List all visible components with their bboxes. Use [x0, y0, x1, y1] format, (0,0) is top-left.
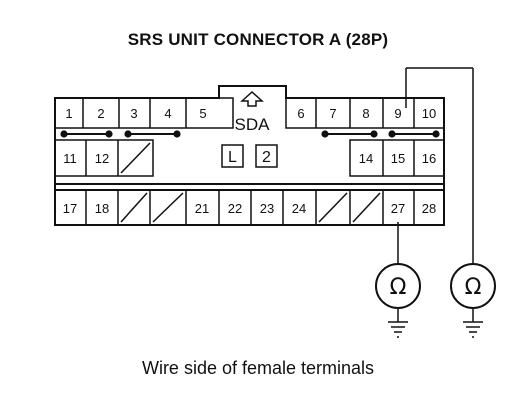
row-2-cells	[54, 128, 445, 184]
pin-labels-row-2: 11 12 14 15 16	[63, 151, 436, 166]
pin-label: 3	[130, 106, 137, 121]
pin-label: 10	[422, 106, 436, 121]
pin-label: 14	[359, 151, 373, 166]
ground-icon	[463, 321, 483, 338]
empty-cavity-marks	[120, 142, 381, 223]
pin-label: 8	[362, 106, 369, 121]
pin-label: 17	[63, 201, 77, 216]
pin-label: 1	[65, 106, 72, 121]
ohmmeter-1: Ω	[375, 263, 421, 338]
ohmmeter-2: Ω	[450, 263, 496, 338]
pin-label: 24	[292, 201, 306, 216]
mark-2: 2	[262, 149, 271, 166]
pin-label: 18	[95, 201, 109, 216]
pin-label: 9	[394, 106, 401, 121]
pin-labels-row-3: 17 18 21 22 23 24 27 28	[63, 201, 436, 216]
pin-label: 6	[297, 106, 304, 121]
ohm-symbol: Ω	[390, 275, 407, 300]
mark-box-l	[221, 144, 244, 168]
ohm-symbol: Ω	[465, 275, 482, 300]
ground-icon	[388, 321, 408, 338]
pin-label: 7	[329, 106, 336, 121]
pin-label: 12	[95, 151, 109, 166]
pin-label: 23	[260, 201, 274, 216]
lock-label: SDA	[235, 115, 271, 134]
pin-label: 27	[391, 201, 405, 216]
connector-housing	[54, 85, 445, 226]
pin-label: 22	[228, 201, 242, 216]
pin-label: 28	[422, 201, 436, 216]
lock-arrow-icon	[240, 90, 264, 107]
pin-label: 11	[63, 151, 77, 166]
pin-labels-row-1: 1 2 3 4 5 6 7 8 9 10	[65, 106, 436, 121]
pin-label: 21	[195, 201, 209, 216]
probe-wire-terminal-9	[405, 67, 474, 264]
row-3-cells	[54, 189, 445, 226]
pin-label: 2	[97, 106, 104, 121]
pin-label: 15	[391, 151, 405, 166]
diagram-title: SRS UNIT CONNECTOR A (28P)	[127, 30, 389, 49]
shorting-bars	[60, 130, 440, 138]
pin-label: 5	[199, 106, 206, 121]
diagram-caption: Wire side of female terminals	[141, 358, 375, 378]
row-1-cells	[54, 97, 445, 129]
mark-l: L	[228, 149, 237, 166]
mark-box-2	[255, 144, 278, 168]
pin-label: 4	[164, 106, 171, 121]
pin-label: 16	[422, 151, 436, 166]
